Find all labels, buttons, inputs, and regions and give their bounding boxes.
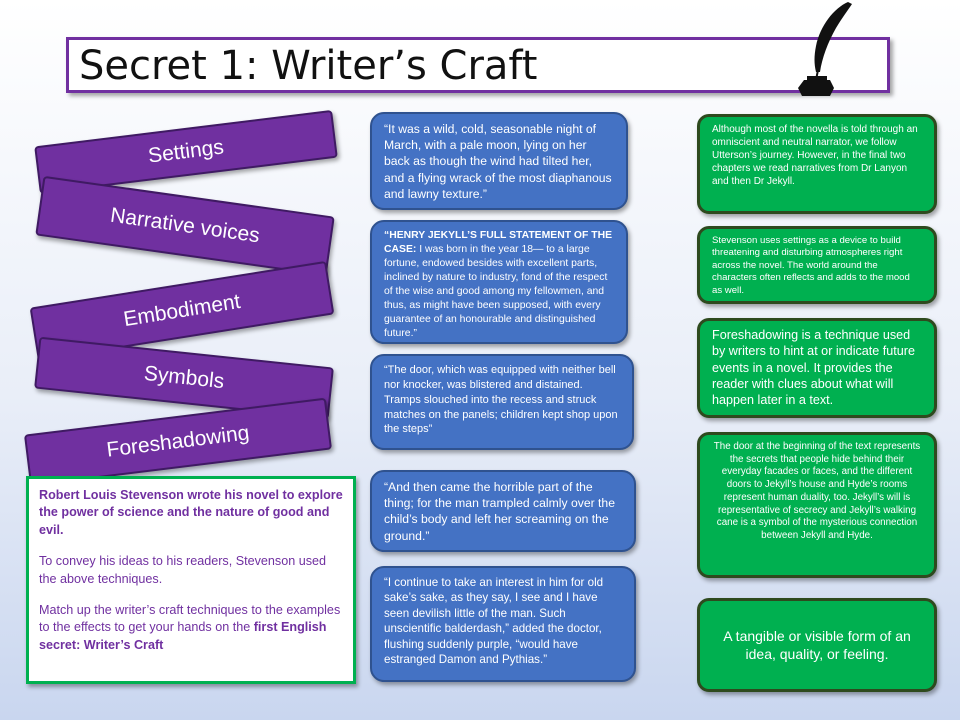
technique-foreshadowing[interactable]: Foreshadowing (23, 397, 333, 487)
title-box: Secret 1: Writer’s Craft (66, 37, 890, 93)
effect-symbols[interactable]: The door at the beginning of the text re… (697, 432, 937, 578)
effect-embodiment[interactable]: A tangible or visible form of an idea, q… (697, 598, 937, 692)
effect-narrative[interactable]: Although most of the novella is told thr… (697, 114, 937, 214)
quote-the-door[interactable]: “The door, which was equipped with neith… (370, 354, 634, 450)
quote-wild-night[interactable]: “It was a wild, cold, seasonable night o… (370, 112, 628, 210)
quote-damon-and-pythias[interactable]: “I continue to take an interest in him f… (370, 566, 636, 682)
quote-horrible-part[interactable]: “And then came the horrible part of the … (370, 470, 636, 552)
match-paragraph: Match up the writer’s craft techniques t… (39, 602, 341, 652)
technique-narrative-voices[interactable]: Narrative voices (35, 175, 335, 277)
page-title: Secret 1: Writer’s Craft (79, 43, 538, 89)
effect-foreshadowing[interactable]: Foreshadowing is a technique used by wri… (697, 318, 937, 418)
quote-jekyll-statement[interactable]: “HENRY JEKYLL’S FULL STATEMENT OF THE CA… (370, 220, 628, 344)
instructions-box: Robert Louis Stevenson wrote his novel t… (26, 476, 356, 684)
quill-ink-icon (798, 2, 852, 96)
effect-settings[interactable]: Stevenson uses settings as a device to b… (697, 226, 937, 304)
intro-paragraph: Robert Louis Stevenson wrote his novel t… (39, 488, 343, 537)
convey-paragraph: To convey his ideas to his readers, Stev… (39, 554, 327, 586)
